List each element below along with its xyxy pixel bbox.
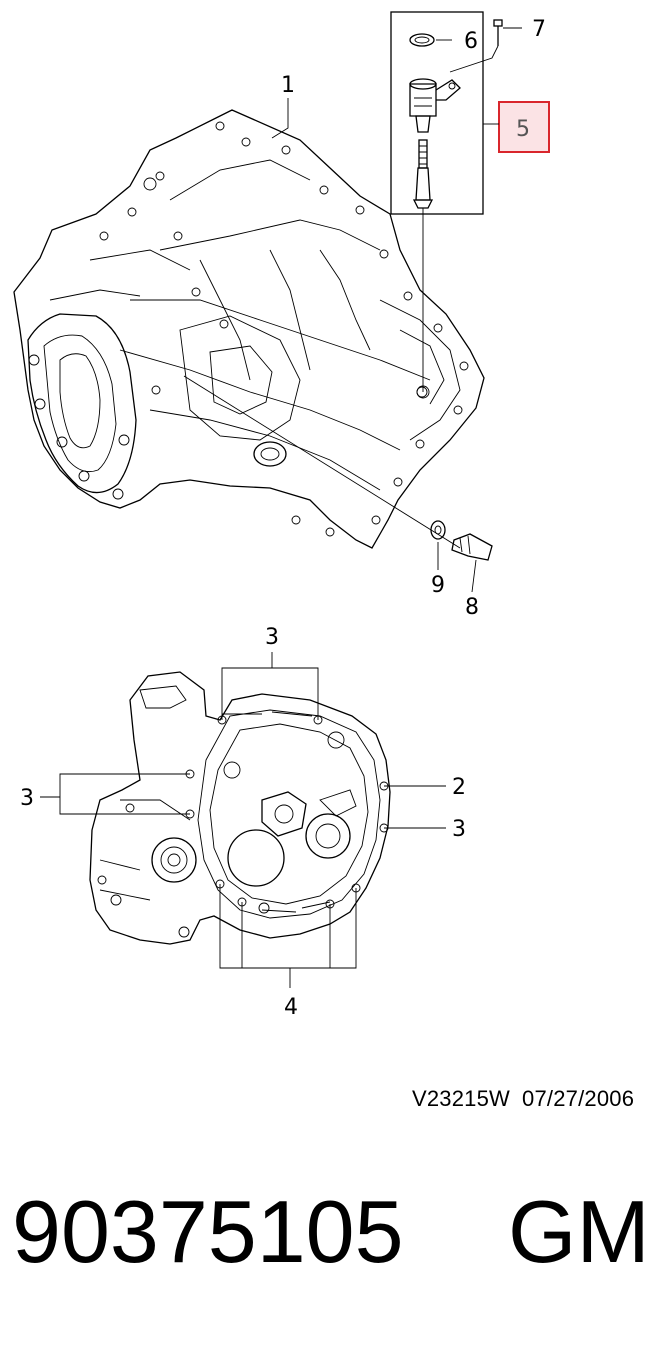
callout-5: 5 bbox=[516, 117, 530, 142]
callout-3-top: 3 bbox=[265, 625, 279, 650]
housing-face-illustration bbox=[89, 671, 391, 945]
bolt-part bbox=[449, 19, 522, 73]
sensor-switch-part bbox=[451, 533, 493, 593]
callout-3-left: 3 bbox=[20, 786, 34, 811]
callout-1: 1 bbox=[281, 73, 295, 98]
speed-sensor-part bbox=[409, 78, 461, 399]
leader-line-1 bbox=[271, 98, 289, 139]
callout-4: 4 bbox=[284, 995, 298, 1020]
callout-3-right: 3 bbox=[452, 817, 466, 842]
drawing-code: V23215W bbox=[412, 1086, 511, 1111]
brand-label: GM bbox=[508, 1182, 650, 1281]
lower-leader-lines bbox=[40, 652, 446, 988]
callout-2: 2 bbox=[452, 775, 466, 800]
drawing-reference: V23215W 07/27/2006 bbox=[412, 1086, 646, 1112]
transmission-assembly-illustration bbox=[13, 109, 485, 549]
callout-6: 6 bbox=[464, 29, 478, 54]
callout-5-highlight bbox=[498, 101, 550, 153]
o-ring-part bbox=[409, 33, 435, 47]
install-axis-line bbox=[183, 375, 461, 549]
callout-7: 7 bbox=[532, 17, 546, 42]
washer-part bbox=[430, 520, 446, 570]
callout-9: 9 bbox=[431, 573, 445, 598]
part-number: 90375105 bbox=[12, 1182, 404, 1281]
drawing-date: 07/27/2006 bbox=[522, 1086, 635, 1111]
part-group-box bbox=[390, 11, 484, 215]
callout-8: 8 bbox=[465, 595, 479, 620]
